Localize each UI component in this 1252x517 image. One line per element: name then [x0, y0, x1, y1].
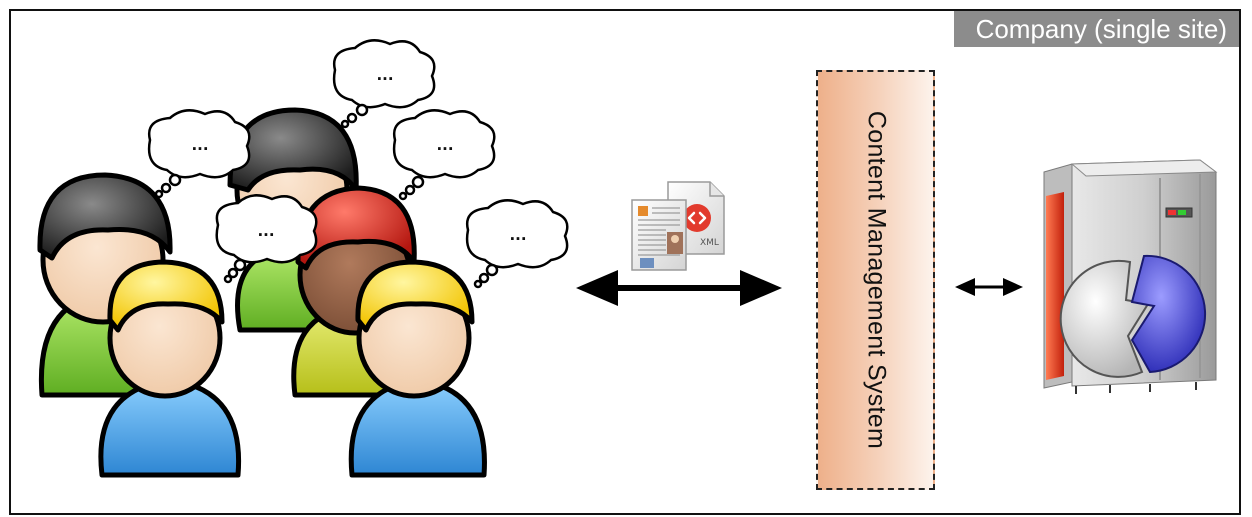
double-headed-arrow-icon [576, 270, 782, 306]
thought-bubble-4: ... [215, 194, 318, 284]
server-icon [1043, 159, 1218, 394]
thought-bubble-5-text: ... [509, 226, 526, 244]
person-front-yellow-left [98, 259, 242, 478]
document-stack-icon: XML [631, 181, 725, 271]
person-front-yellow-right [348, 259, 487, 478]
thought-bubble-3: ... [392, 109, 496, 201]
text-document-icon [631, 199, 687, 271]
thought-bubble-2: ... [147, 109, 251, 199]
cms-box: Content Management System [816, 70, 935, 490]
thought-bubble-4-text: ... [257, 222, 274, 240]
cms-label: Content Management System [862, 110, 890, 450]
thought-bubbles: ... ... ... ... ... [147, 39, 569, 289]
xml-label: XML [700, 238, 719, 248]
thought-bubble-3-text: ... [436, 136, 453, 154]
company-label: Company (single site) [953, 11, 1239, 47]
company-boundary: Company (single site) [9, 9, 1241, 515]
thought-bubble-1: ... [332, 39, 436, 129]
thought-bubble-2-text: ... [191, 136, 208, 154]
thought-bubble-5: ... [465, 199, 569, 289]
thought-bubble-1-text: ... [376, 66, 393, 84]
server-link-arrow-icon [955, 278, 1023, 296]
